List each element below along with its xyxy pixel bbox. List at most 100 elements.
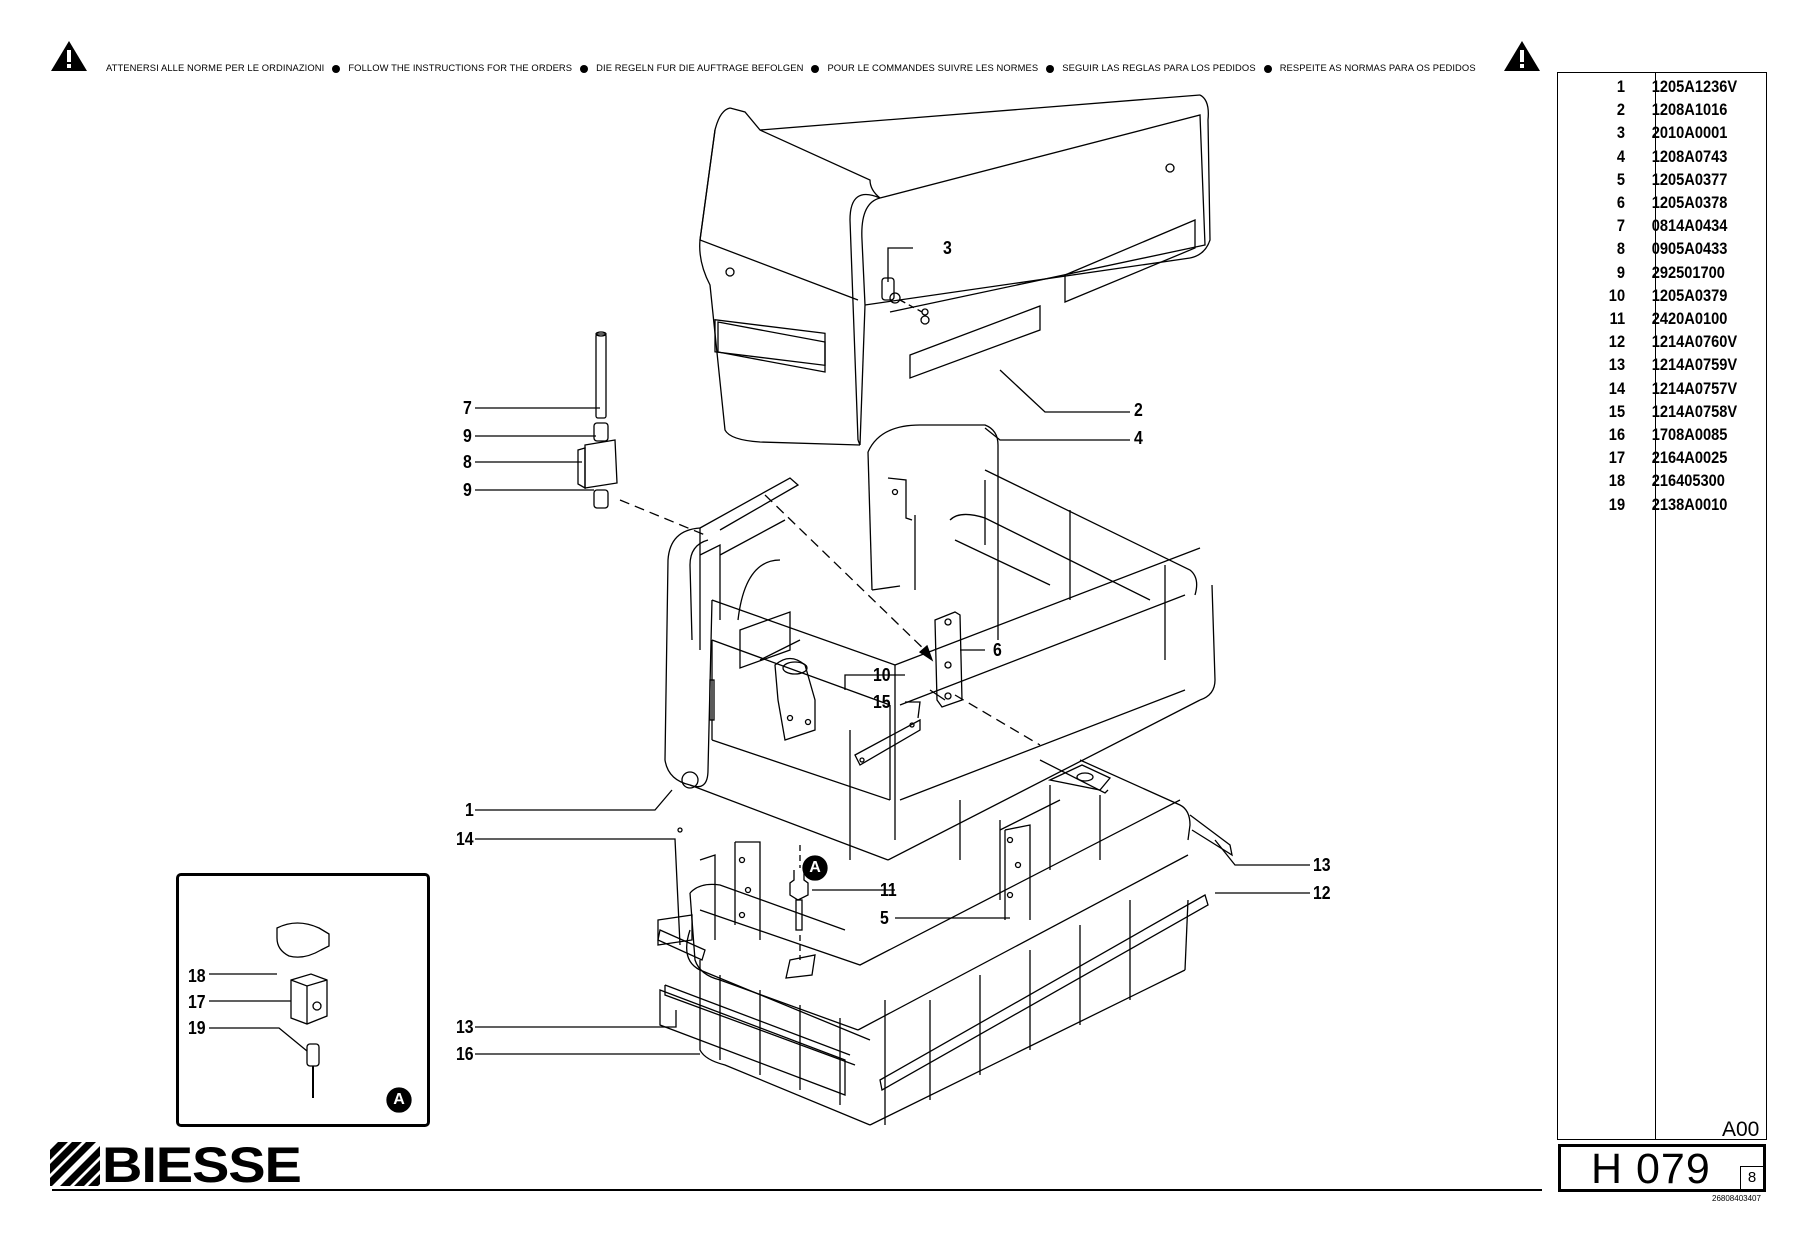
part-code: 292501700 (1651, 262, 1725, 282)
warning-text-pt: RESPEITE AS NORMAS PARA OS PEDIDOS (1279, 62, 1476, 73)
detail-a-inset: 18 17 19 A (176, 873, 430, 1127)
part-code: 1205A0377 (1651, 169, 1728, 189)
callout-15: 15 (873, 692, 891, 712)
rear-panel-part (689, 528, 709, 650)
callout-17: 17 (188, 992, 206, 1012)
parts-list-table: 1 1205A1236V 2 1208A1016 3 2010A0001 4 1208A074… (1557, 72, 1767, 1140)
parts-list-row: 11 2420A0100 (1558, 307, 1739, 330)
exploded-view-drawing (475, 94, 1310, 1126)
document-number: 26808403407 (1712, 1194, 1761, 1203)
lower-tray-assembly (657, 730, 1233, 1126)
warning-text-es: SEGUIR LAS REGLAS PARA LOS PEDIDOS (1062, 62, 1256, 73)
part-number: 14 (1608, 378, 1626, 398)
part-code: 2164A0025 (1651, 448, 1728, 468)
callout-9: 9 (463, 480, 472, 500)
footer-rule (52, 1189, 1542, 1191)
callout-14: 14 (456, 829, 474, 849)
part-code: 2138A0010 (1651, 494, 1728, 514)
part-number: 6 (1616, 193, 1626, 212)
sheet-code: H 079 (1591, 1145, 1711, 1193)
part-code: 1208A0743 (1651, 146, 1728, 166)
part-number: 13 (1608, 355, 1626, 375)
detail-a-marker-label: A (809, 859, 821, 876)
parts-list-row: 1 1205A1236V (1558, 75, 1739, 98)
callout-12: 12 (1313, 883, 1331, 903)
sheet-id-box: H 079 8 (1558, 1144, 1766, 1193)
parts-list-row: 14 1214A0757V (1558, 377, 1739, 400)
parts-list-row: 3 2010A0001 (1558, 121, 1739, 144)
callout-18: 18 (188, 966, 206, 986)
part-number: 12 (1608, 332, 1626, 352)
callout-13: 13 (1313, 855, 1331, 875)
bracket-part (929, 611, 963, 708)
part-number: 19 (1608, 494, 1626, 514)
biesse-stripes-logo-icon (50, 1142, 100, 1186)
part-number: 16 (1608, 425, 1626, 444)
part-number: 18 (1608, 471, 1626, 491)
parts-list-row: 4 1208A0743 (1558, 145, 1739, 168)
column-assembly (577, 331, 706, 536)
warning-triangle-icon (51, 41, 87, 71)
callout-10: 10 (873, 665, 891, 685)
part-code: 1214A0759V (1651, 355, 1738, 375)
sheet-page-number: 8 (1740, 1166, 1763, 1189)
part-code: 1214A0760V (1651, 332, 1738, 352)
biesse-logo: BIESSE (50, 1137, 302, 1193)
callout-3: 3 (943, 238, 952, 258)
parts-list-row: 9 292501700 (1558, 261, 1739, 284)
callout-8: 8 (463, 452, 472, 472)
callout-9: 9 (463, 426, 472, 446)
brand-name: BIESSE (102, 1137, 302, 1193)
part-code: 2010A0001 (1651, 123, 1728, 143)
part-code: 1214A0757V (1651, 378, 1738, 398)
mount-block-part (774, 657, 816, 741)
callout-4: 4 (1134, 428, 1143, 448)
callout-2: 2 (1134, 400, 1143, 420)
callout-1: 1 (465, 800, 474, 820)
part-code: 1708A0085 (1651, 425, 1728, 444)
parts-list-row: 5 1205A0377 (1558, 168, 1739, 191)
part-number: 17 (1608, 448, 1626, 468)
callout-5: 5 (880, 908, 889, 928)
warning-triangle-icon (1504, 41, 1540, 71)
part-code: 216405300 (1651, 471, 1725, 491)
callout-7: 7 (463, 398, 472, 418)
parts-list-row: 17 2164A0025 (1558, 446, 1739, 469)
main-frame-part (664, 469, 1216, 861)
revision-label: A00 (1722, 1118, 1760, 1141)
part-code: 1205A1236V (1651, 77, 1738, 96)
parts-list-row: 16 1708A0085 (1558, 423, 1739, 446)
part-code: 2420A0100 (1651, 309, 1728, 328)
part-number: 11 (1609, 309, 1626, 328)
side-panel-part (867, 424, 999, 640)
part-code: 1208A1016 (1651, 100, 1728, 120)
callout-16: 16 (456, 1044, 474, 1064)
callout-6: 6 (993, 640, 1002, 660)
detail-a-marker (802, 855, 828, 881)
parts-list-row: 6 1205A0378 (1558, 191, 1739, 214)
parts-list-row: 2 1208A1016 (1558, 98, 1739, 121)
part-number: 1 (1616, 77, 1626, 96)
parts-list-row: 10 1205A0379 (1558, 284, 1739, 307)
warning-text-fr: POUR LE COMMANDES SUIVRE LES NORMES (827, 62, 1039, 73)
part-code: 1205A0379 (1651, 285, 1728, 305)
cover-part (699, 94, 1211, 446)
part-code: 0905A0433 (1651, 239, 1728, 259)
part-number: 10 (1608, 285, 1626, 305)
callout-11: 11 (880, 880, 897, 900)
part-number: 5 (1616, 169, 1626, 189)
angle-bracket-part (854, 718, 921, 766)
part-number: 2 (1616, 100, 1626, 120)
part-number: 3 (1616, 123, 1626, 143)
part-number: 4 (1616, 146, 1626, 166)
parts-list-row: 13 1214A0759V (1558, 353, 1739, 376)
part-code: 0814A0434 (1651, 216, 1728, 236)
parts-list-divider (1655, 73, 1656, 1139)
part-code: 1205A0378 (1651, 193, 1728, 212)
part-number: 9 (1616, 262, 1626, 282)
warning-text-de: DIE REGELN FUR DIE AUFTRAGE BEFOLGEN (596, 62, 804, 73)
part-number: 15 (1608, 401, 1626, 421)
